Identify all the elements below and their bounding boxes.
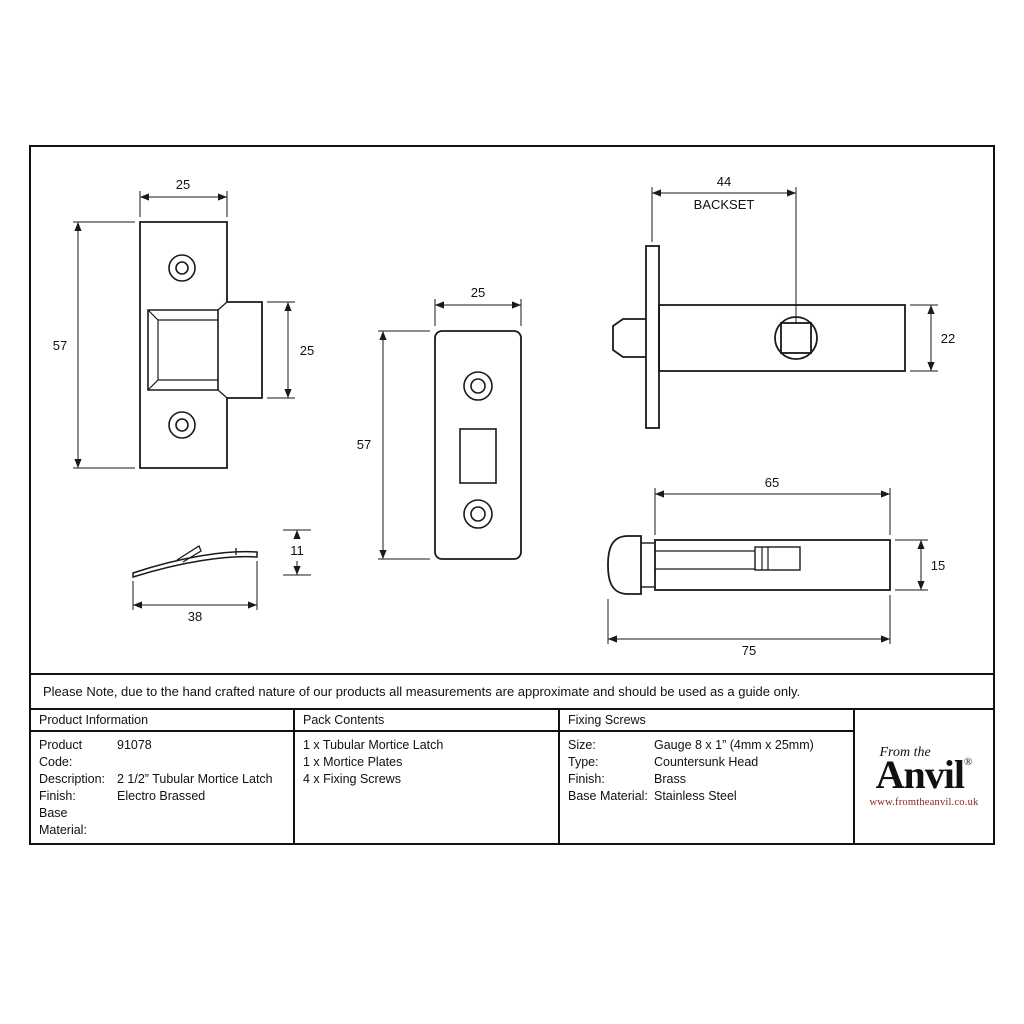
table-row: Finish: Electro Brassed [39,788,285,805]
product-information-header: Product Information [31,710,293,732]
pack-contents-column: Pack Contents 1 x Tubular Mortice Latch … [295,710,560,843]
note-row: Please Note, due to the hand crafted nat… [31,673,993,708]
note-text: Please Note, due to the hand crafted nat… [43,684,801,700]
registered-mark: ® [964,756,973,768]
fixing-screws-header: Fixing Screws [560,710,853,732]
table-row: Base Material: [39,805,285,839]
spec-table: Product Information Product Code: 91078 … [31,708,993,843]
pack-contents-header: Pack Contents [295,710,558,732]
sheet-border: 25 57 25 [29,145,995,845]
dim-strike-width: 25 [176,177,190,192]
dim-mortice-height: 57 [357,437,371,452]
table-row: Description: 2 1/2” Tubular Mortice Latc… [39,771,285,788]
dim-cover-height: 11 [290,543,304,558]
table-row: Base Material: Stainless Steel [568,788,845,805]
anvil-logo: From the Anvil® www.fromtheanvil.co.uk [870,745,979,808]
row-value [117,805,285,839]
table-row: Size: Gauge 8 x 1” (4mm x 25mm) [568,737,845,754]
dim-strike-height: 57 [53,338,67,353]
row-label: Product Code: [39,738,83,769]
row-value: Countersunk Head [654,755,759,769]
pack-item: 4 x Fixing Screws [303,772,401,786]
fixing-screws-column: Fixing Screws Size: Gauge 8 x 1” (4mm x … [560,710,855,843]
row-label: Description: [39,772,105,786]
dim-backset-value: 44 [717,174,731,189]
row-value: Stainless Steel [654,789,737,803]
row-label: Size: [568,738,596,752]
dim-mortice-width: 25 [471,285,485,300]
row-label: Base Material: [568,789,648,803]
strike-plate-drawing: 25 57 25 [53,177,314,469]
row-value: Electro Brassed [117,789,206,803]
dim-case-height: 22 [941,331,955,346]
brand-name-row: Anvil® [870,754,979,796]
row-value: 2 1/2” Tubular Mortice Latch [117,772,273,786]
dim-overall-length: 75 [742,643,756,658]
brand-name: Anvil [875,752,965,797]
technical-drawing-area: 25 57 25 [31,147,993,673]
latch-backset-drawing: 44 BACKSET 22 [612,174,955,429]
table-row: Product Code: 91078 [39,737,285,771]
product-information-column: Product Information Product Code: 91078 … [31,710,295,843]
row-value: Brass [654,772,686,786]
dim-cover-length: 38 [188,609,202,624]
table-row: Type: Countersunk Head [568,754,845,771]
dim-bolt-height: 15 [931,558,945,573]
brand-website: www.fromtheanvil.co.uk [869,797,979,808]
row-label: Type: [568,755,599,769]
row-label: Base Material: [39,806,87,837]
dim-backset-label: BACKSET [694,197,755,212]
table-row: Finish: Brass [568,771,845,788]
mortice-plate-drawing: 25 57 [357,285,522,560]
row-value: 91078 [117,738,152,752]
brand-column: From the Anvil® www.fromtheanvil.co.uk [855,710,993,843]
technical-drawing-svg: 25 57 25 [53,174,955,658]
row-label: Finish: [39,789,76,803]
pack-item: 1 x Mortice Plates [303,755,403,769]
row-label: Finish: [568,772,605,786]
brand-tagline: From the [879,745,931,760]
dim-strike-lip: 25 [300,343,314,358]
latch-side-drawing: 65 15 75 [607,475,945,658]
pack-item: 1 x Tubular Mortice Latch [303,738,444,752]
dim-case-length: 65 [765,475,779,490]
row-value: Gauge 8 x 1” (4mm x 25mm) [654,738,814,752]
dust-cover-drawing: 11 38 [132,529,311,624]
